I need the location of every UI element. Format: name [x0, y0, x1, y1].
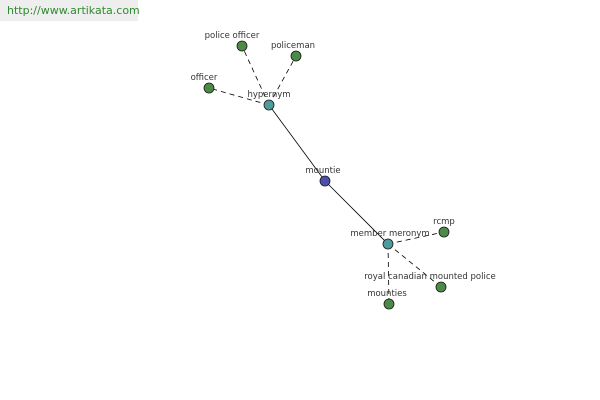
node-dot-royal-canadian-mounted-police[interactable] [435, 281, 447, 293]
node-label-police-officer[interactable]: police officer [205, 31, 260, 41]
edge-hypernym-officer [208, 87, 270, 106]
edge-hypernym-police-officer [241, 45, 270, 106]
node-dot-officer[interactable] [203, 82, 215, 94]
node-label-mounties[interactable]: mounties [367, 289, 407, 299]
node-label-royal-canadian-mounted-police[interactable]: royal canadian mounted police [364, 272, 495, 282]
node-member-meronym[interactable]: member meronym [350, 229, 430, 250]
edge-member-meronym-royal-canadian-mounted-police [387, 243, 442, 288]
node-label-policeman[interactable]: policeman [271, 41, 315, 51]
node-dot-mountie[interactable] [319, 175, 331, 187]
edge-hypernym-policeman [268, 55, 297, 106]
node-dot-hypernym[interactable] [263, 99, 275, 111]
node-label-member-meronym[interactable]: member meronym [350, 229, 429, 239]
node-dot-member-meronym[interactable] [382, 238, 394, 250]
edge-mountie-hypernym [268, 104, 326, 182]
node-label-hypernym[interactable]: hypernym [247, 90, 290, 100]
node-label-officer[interactable]: officer [191, 73, 218, 83]
node-royal-canadian-mounted-police[interactable]: royal canadian mounted police [364, 272, 496, 293]
node-label-rcmp[interactable]: rcmp [433, 217, 455, 227]
node-dot-police-officer[interactable] [236, 40, 248, 52]
node-mountie[interactable]: mountie [305, 166, 341, 187]
graph-edges [208, 45, 445, 305]
site-url-link[interactable]: http://www.artikata.com [0, 0, 140, 21]
node-police-officer[interactable]: police officer [205, 31, 260, 52]
node-dot-policeman[interactable] [290, 50, 302, 62]
node-policeman[interactable]: policeman [271, 41, 315, 62]
node-label-mountie[interactable]: mountie [305, 166, 340, 176]
node-mounties[interactable]: mounties [367, 289, 407, 310]
node-hypernym[interactable]: hypernym [247, 90, 291, 111]
edge-member-meronym-rcmp [387, 231, 445, 245]
node-rcmp[interactable]: rcmp [433, 217, 455, 238]
edge-mountie-member-meronym [324, 180, 389, 245]
node-dot-rcmp[interactable] [438, 226, 450, 238]
node-officer[interactable]: officer [191, 73, 218, 94]
node-dot-mounties[interactable] [383, 298, 395, 310]
graph-nodes: mountie hypernym police officer policeman of… [191, 31, 496, 310]
edge-member-meronym-mounties [387, 243, 390, 305]
